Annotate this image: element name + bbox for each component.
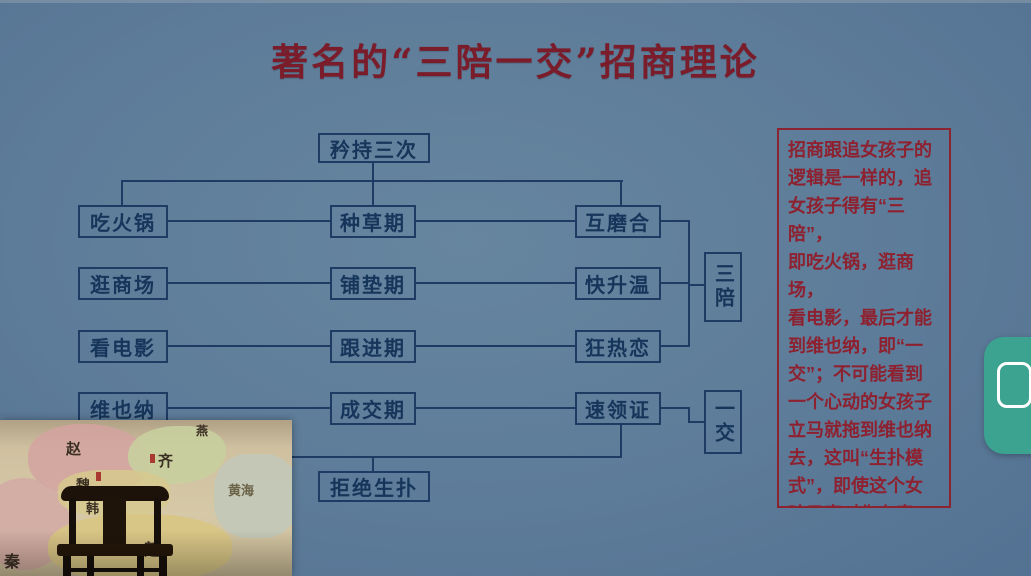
flow-box-hotpot: 吃火锅 [78, 205, 168, 238]
connector-line [121, 180, 123, 206]
connector-line [168, 220, 330, 222]
top-edge-strip [0, 0, 1031, 3]
connector-line [168, 407, 330, 409]
flow-box-warming-up: 快升温 [575, 267, 661, 300]
chair-silhouette [55, 486, 175, 576]
chair-stretcher [67, 568, 165, 572]
connector-line [168, 282, 330, 284]
map-stamp-mark [150, 454, 155, 463]
group-label-three-accompany: 三陪 [704, 252, 742, 322]
widget-icon [997, 362, 1031, 408]
map-region [214, 454, 292, 538]
map-label-zhao: 赵 [66, 441, 82, 458]
map-photo-overlay: 赵 齐 魏 韩 楚 秦 燕 黄海 [0, 420, 292, 576]
connector-line [416, 282, 575, 284]
chair-leg [63, 556, 71, 576]
flow-box-groundwork-period: 铺垫期 [330, 267, 416, 300]
flow-box-reserve-three-times: 矜持三次 [318, 133, 430, 163]
bracket-line [661, 282, 690, 284]
flow-box-movie: 看电影 [78, 330, 168, 363]
page-title: 著名的“三陪一交”招商理论 [271, 40, 760, 84]
photo-shadow [0, 530, 292, 576]
flow-box-seeding-period: 种草期 [330, 205, 416, 238]
map-stamp-mark [96, 472, 101, 481]
bracket-line [661, 220, 690, 222]
chair-post [69, 498, 76, 546]
map-label-qi: 齐 [158, 453, 174, 470]
map-label-yellow-sea: 黄海 [228, 483, 255, 498]
flow-box-follow-up-period: 跟进期 [330, 330, 416, 363]
chair-post [154, 498, 161, 546]
flow-box-shopping-mall: 逛商场 [78, 267, 168, 300]
connector-line [620, 180, 622, 206]
map-label-yan: 燕 [196, 424, 209, 438]
note-panel: 招商跟追女孩子的 逻辑是一样的，追 女孩子得有“三陪”， 即吃火锅，逛商场， 看… [777, 128, 951, 508]
connector-line [121, 180, 623, 182]
chair-top-rail [61, 486, 169, 501]
bracket-line [661, 345, 690, 347]
map-label-qin: 秦 [4, 548, 20, 572]
chair-leg [87, 556, 94, 576]
connector-line [416, 407, 575, 409]
chair-leg [159, 556, 167, 576]
bracket-line [661, 407, 690, 409]
chair-splat [103, 499, 126, 546]
connector-line [416, 220, 575, 222]
connector-line [168, 345, 330, 347]
chair-leg [137, 556, 144, 576]
bracket-line [688, 421, 704, 423]
flow-box-refuse-pounce: 拒绝生扑 [318, 471, 430, 502]
group-label-one-deal: 一交 [704, 390, 742, 454]
floating-widget[interactable] [984, 337, 1031, 454]
chair-seat [57, 544, 173, 556]
bracket-line [688, 284, 704, 286]
flow-box-passion: 狂热恋 [575, 330, 661, 363]
flow-box-get-certificate: 速领证 [575, 392, 661, 425]
connector-line [372, 162, 374, 206]
bracket-line [688, 220, 690, 347]
bracket-line [688, 407, 690, 423]
connector-line [416, 345, 575, 347]
connector-line [620, 424, 622, 458]
connector-line [180, 456, 622, 458]
flow-box-mutual-adjust: 互磨合 [575, 205, 661, 238]
flow-box-closing-period: 成交期 [330, 392, 416, 425]
connector-line [372, 456, 374, 472]
map-label-han: 韩 [86, 501, 100, 516]
